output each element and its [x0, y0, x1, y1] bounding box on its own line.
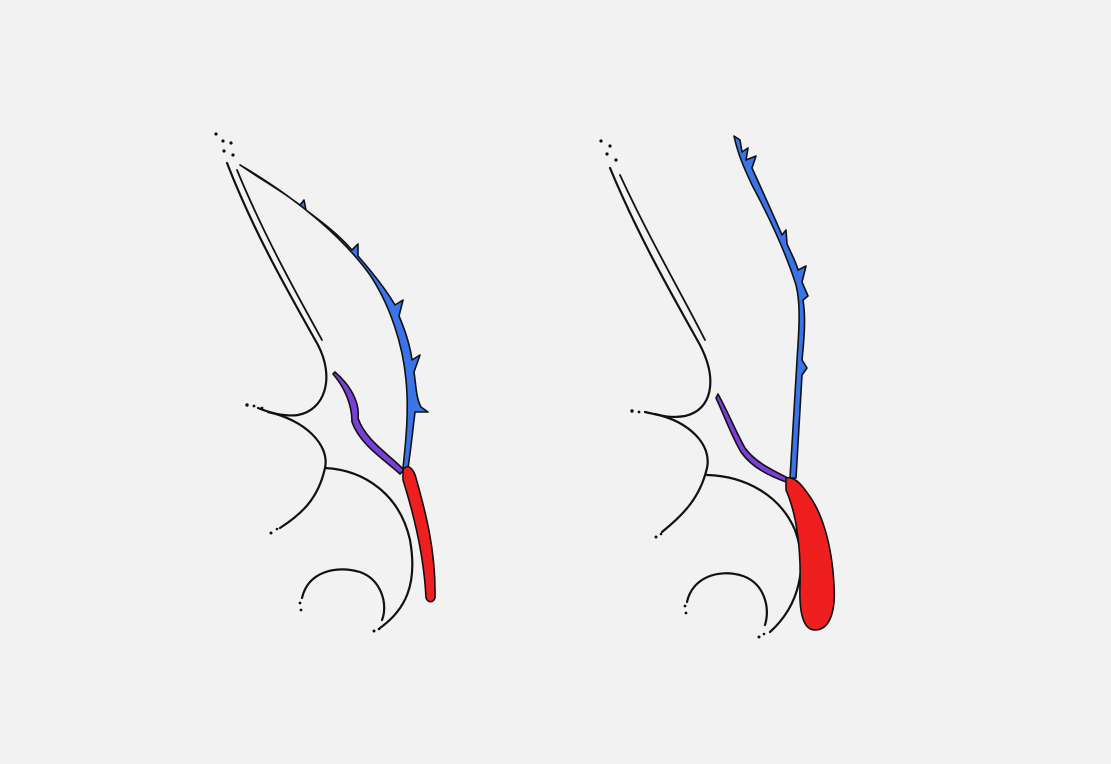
left-outer-contour-a [225, 161, 328, 417]
left-bottom-dots [372, 627, 381, 633]
right-blue-segment [733, 135, 809, 479]
right-bottom-dots [757, 632, 766, 639]
right-bottom-arc [685, 572, 768, 627]
right-inner-crescent [653, 412, 709, 534]
right-lower-branch [705, 473, 803, 634]
left-panel [214, 132, 436, 633]
left-blue-segment [239, 164, 429, 469]
right-panel [599, 135, 836, 639]
left-inner-crescent [266, 410, 327, 530]
right-outer-contour-b [619, 174, 706, 341]
left-red-segment [402, 465, 436, 603]
right-low-dots [654, 532, 663, 539]
right-arc-dots [683, 604, 688, 615]
right-outer-contour-a [608, 166, 712, 419]
right-red-segment [785, 476, 836, 631]
left-mid-dots [245, 403, 264, 410]
left-arc-dots [298, 601, 303, 612]
left-lower-branch [323, 466, 414, 630]
left-outer-contour-b [236, 169, 323, 341]
left-purple-segment [332, 371, 405, 475]
left-bottom-arc [300, 568, 386, 622]
right-purple-segment [715, 393, 789, 483]
left-low-dots [269, 527, 279, 535]
left-top-dots [214, 132, 235, 157]
right-top-dots [599, 139, 618, 162]
right-mid-dots [630, 409, 641, 414]
